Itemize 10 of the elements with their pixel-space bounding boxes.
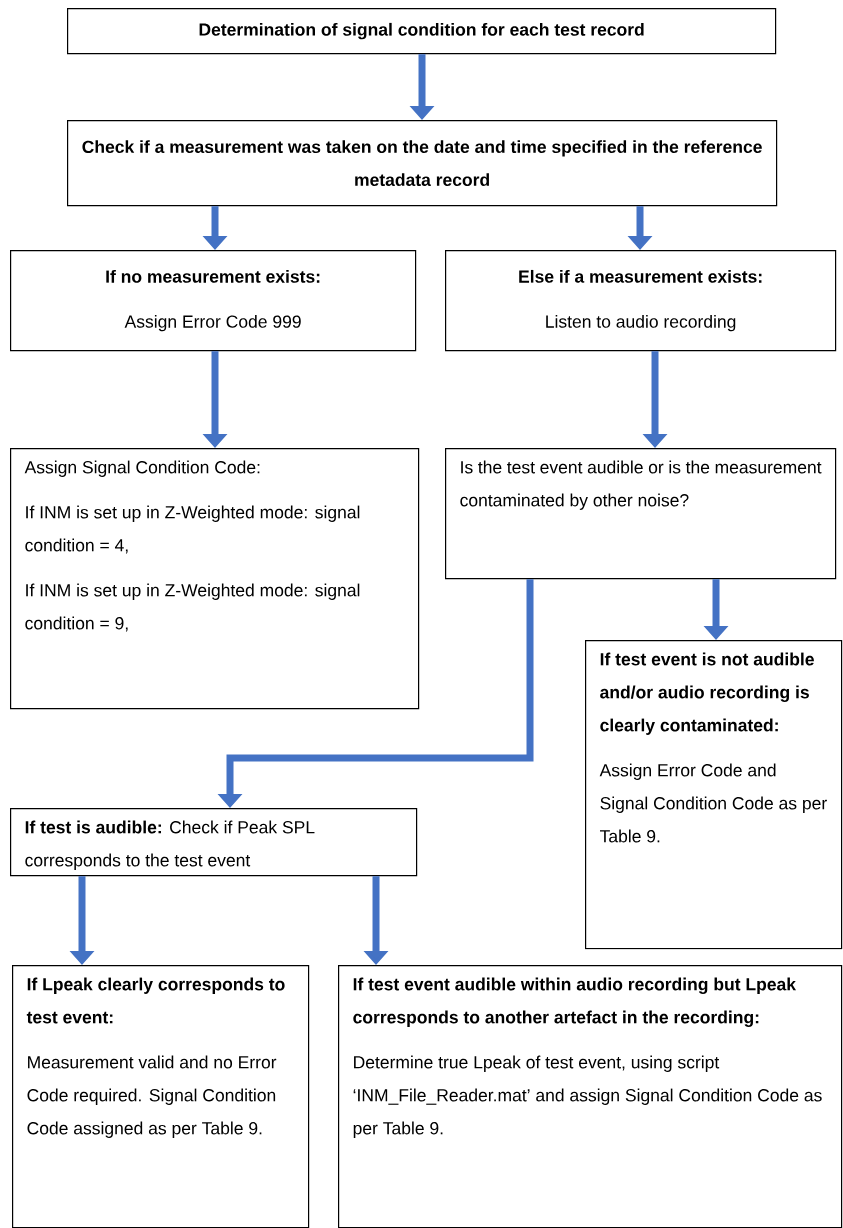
- process-box: Else if a measurement exists: Listen to audio recording: [445, 250, 837, 352]
- process-box: Is the test event audible or is the measurement contaminated by other noise?: [445, 448, 837, 580]
- process-box: If test is audible: Check if Peak SPL corresponds to the test event: [10, 808, 418, 877]
- process-box: Determination of signal condition for each test record: [67, 8, 777, 55]
- process-box: If no measurement exists: Assign Error Code 999: [10, 250, 417, 352]
- process-box: Check if a measurement was taken on the date and time specified in the reference metadata record: [67, 120, 778, 207]
- process-box: Assign Signal Condition Code: If INM is set up in Z-Weighted mode: signal condition = 4, If INM is set up in Z-Weighted mode: signal condition = 9,: [10, 448, 420, 710]
- process-box: If test event audible within audio recording but Lpeak corresponds to another artefact in the recording: Determine true Lpeak of test event, using script ‘INM_File_Reader.mat’ and assign Signal Condition Code as per Table 9.: [338, 965, 843, 1228]
- process-box: If Lpeak clearly corresponds to test event: Measurement valid and no Error Code required. Signal Condition Code assigned as per Table 9.: [12, 965, 310, 1228]
- process-box: If test event is not audible and/or audio recording is clearly contaminated: Assign Error Code and Signal Condition Code as per Table 9.: [585, 640, 843, 950]
